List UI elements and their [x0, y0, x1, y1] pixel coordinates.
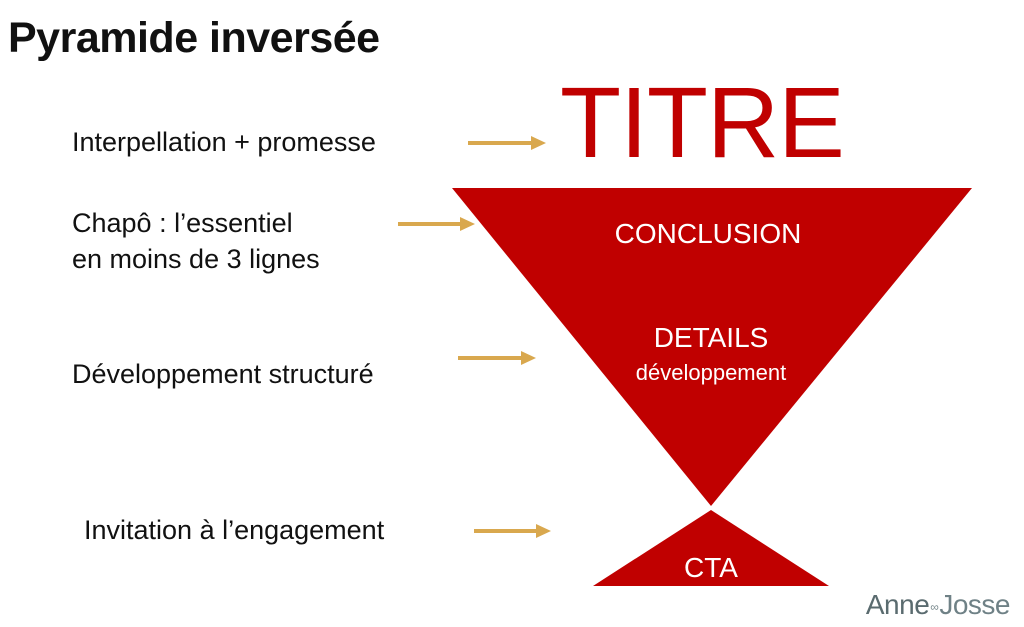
label-developpement: Développement structuré: [72, 356, 374, 392]
label-invitation: Invitation à l’engagement: [84, 512, 384, 548]
label-chapo: Chapô : l’essentiel en moins de 3 lignes: [72, 205, 320, 277]
logo-text-anne: Anne: [865, 589, 930, 620]
arrow-to-details-icon: [458, 351, 536, 365]
label-interpellation: Interpellation + promesse: [72, 124, 376, 160]
titre-heading: TITRE: [560, 67, 845, 179]
label-line: Chapô : l’essentiel: [72, 208, 293, 238]
arrow-to-titre-icon: [468, 136, 546, 150]
label-line: Interpellation + promesse: [72, 127, 376, 157]
logo-text-josse: Josse: [939, 589, 1010, 620]
conclusion-label: CONCLUSION: [614, 218, 802, 249]
infinity-icon: ∞: [930, 599, 939, 614]
label-line: Invitation à l’engagement: [84, 515, 385, 545]
brand-logo: Anne∞Josse: [865, 589, 1011, 621]
inverted-pyramid-triangle: [452, 188, 972, 506]
arrow-to-conclusion-icon: [398, 217, 475, 231]
details-label: DETAILS: [653, 322, 769, 353]
label-line: en moins de 3 lignes: [72, 244, 320, 274]
cta-label: CTA: [684, 552, 738, 583]
page-title: Pyramide inversée: [8, 14, 380, 62]
cta-triangle: [593, 510, 829, 586]
label-line: Développement structuré: [72, 359, 374, 389]
arrow-to-cta-icon: [474, 524, 551, 538]
details-sublabel: développement: [635, 360, 787, 385]
